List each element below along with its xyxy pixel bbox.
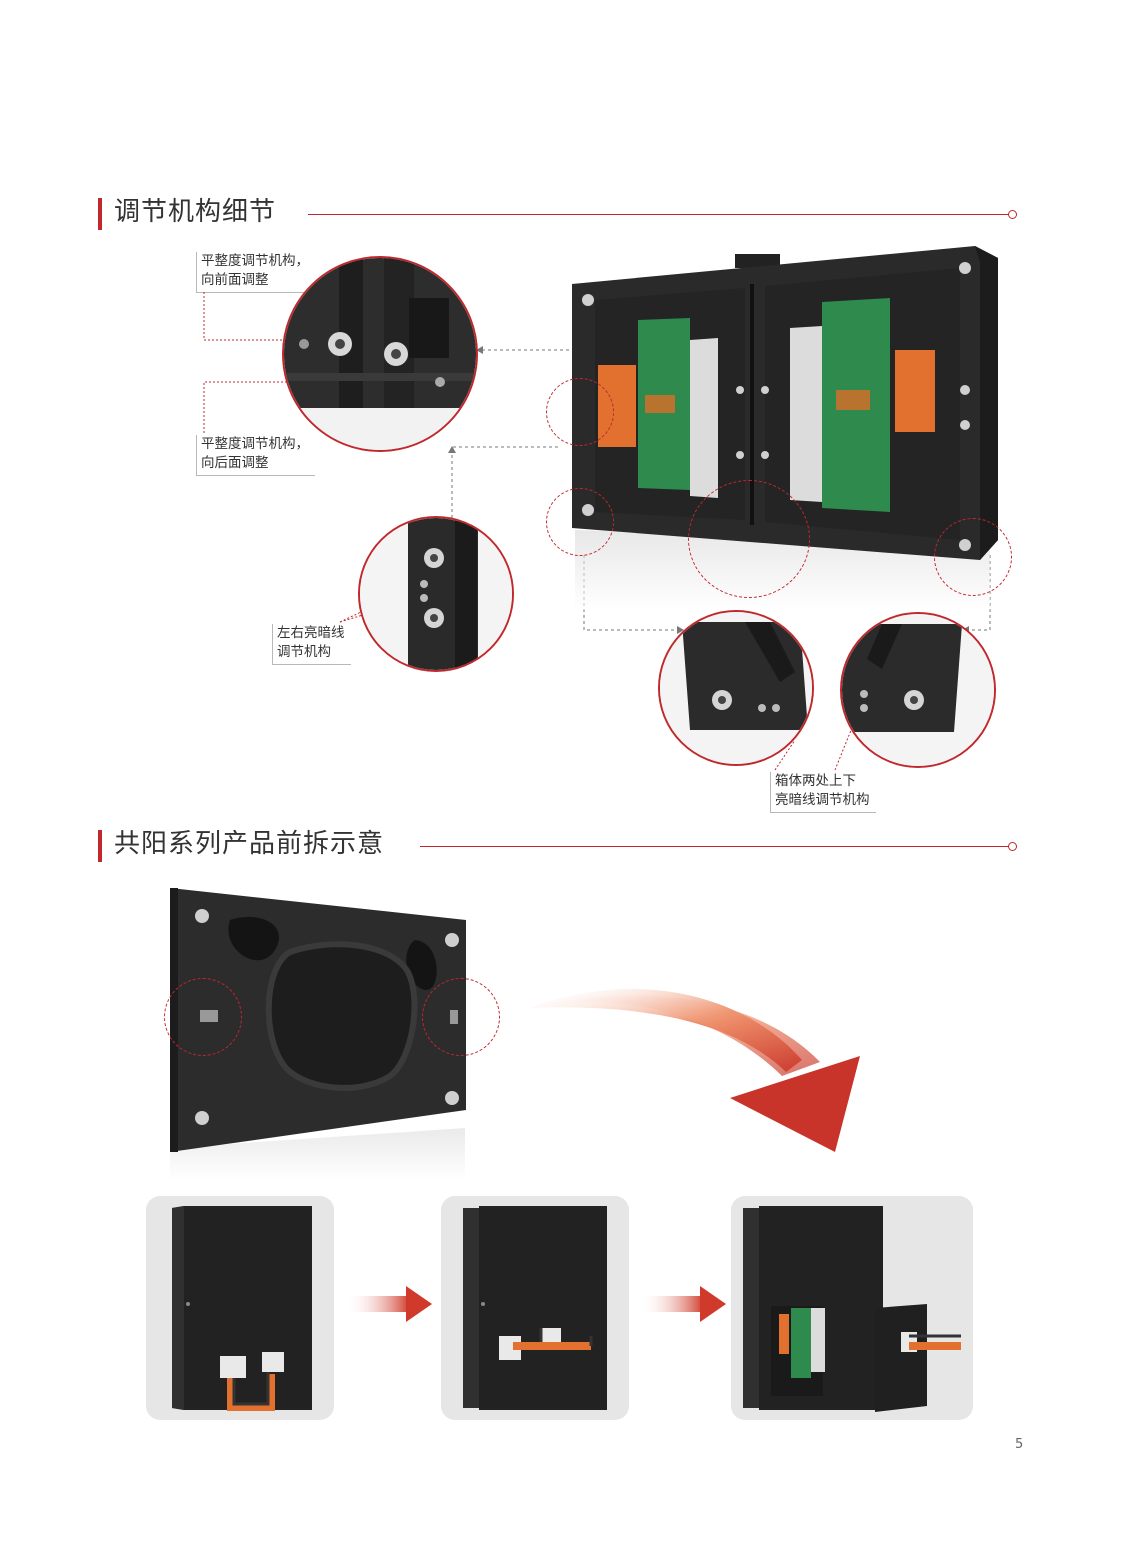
highlight-ring-module-right — [422, 978, 500, 1056]
section-1-title: 调节机构细节 — [114, 197, 277, 227]
module-rear-illustration — [170, 888, 466, 1180]
zoom-bottom-left-detail — [658, 610, 814, 766]
highlight-ring-bottom-center — [688, 480, 810, 598]
zoom-bottom-right-detail — [840, 612, 996, 768]
callout-lr-line-line1: 左右亮暗线 — [277, 625, 345, 641]
zoom-flatness-detail — [282, 256, 478, 452]
callout-flat-front: 平整度调节机构， 向前面调整 — [196, 252, 315, 293]
callout-flat-front-line2: 向前面调整 — [201, 272, 269, 288]
zoom-lr-line-art — [360, 518, 512, 670]
callout-ud-line-line1: 箱体两处上下 — [775, 773, 856, 789]
section-1-accent-bar — [98, 198, 102, 230]
section-2-accent-bar — [98, 830, 102, 862]
big-curved-arrow — [530, 989, 860, 1152]
step-card-3 — [731, 1196, 973, 1420]
highlight-ring-right — [934, 518, 1012, 596]
callout-lr-line-line2: 调节机构 — [277, 644, 331, 660]
highlight-ring-left-lower — [546, 488, 614, 556]
highlight-ring-module-left — [164, 978, 242, 1056]
callout-flat-back: 平整度调节机构， 向后面调整 — [196, 435, 315, 476]
section-2-title: 共阳系列产品前拆示意 — [114, 829, 385, 859]
section-1-rule — [308, 214, 1010, 215]
step-3-art — [743, 1206, 961, 1412]
section-2-rule — [420, 846, 1010, 847]
callout-ud-line-line2: 亮暗线调节机构 — [775, 792, 870, 808]
zoom-bottom-right-art — [842, 614, 994, 766]
step-arrow-1 — [346, 1286, 432, 1322]
zoom-lr-line-detail — [358, 516, 514, 672]
step-arrow-2 — [640, 1286, 726, 1322]
highlight-ring-left-upper — [546, 378, 614, 446]
step-2-art — [463, 1206, 607, 1410]
page-number: 5 — [1015, 1437, 1024, 1452]
section-2-rule-end — [1008, 842, 1017, 851]
section-1-rule-end — [1008, 210, 1017, 219]
callout-flat-back-line1: 平整度调节机构， — [201, 436, 309, 452]
zoom-flatness-art — [284, 258, 476, 450]
step-card-2 — [441, 1196, 629, 1420]
callout-flat-back-line2: 向后面调整 — [201, 455, 269, 471]
callout-lr-line: 左右亮暗线 调节机构 — [272, 624, 351, 665]
step-1-art — [172, 1206, 312, 1411]
step-card-1 — [146, 1196, 334, 1420]
zoom-bottom-left-art — [660, 612, 812, 764]
callout-flat-front-line1: 平整度调节机构， — [201, 253, 309, 269]
callout-ud-line: 箱体两处上下 亮暗线调节机构 — [770, 772, 876, 813]
cabinet-rear-illustration — [572, 246, 998, 610]
